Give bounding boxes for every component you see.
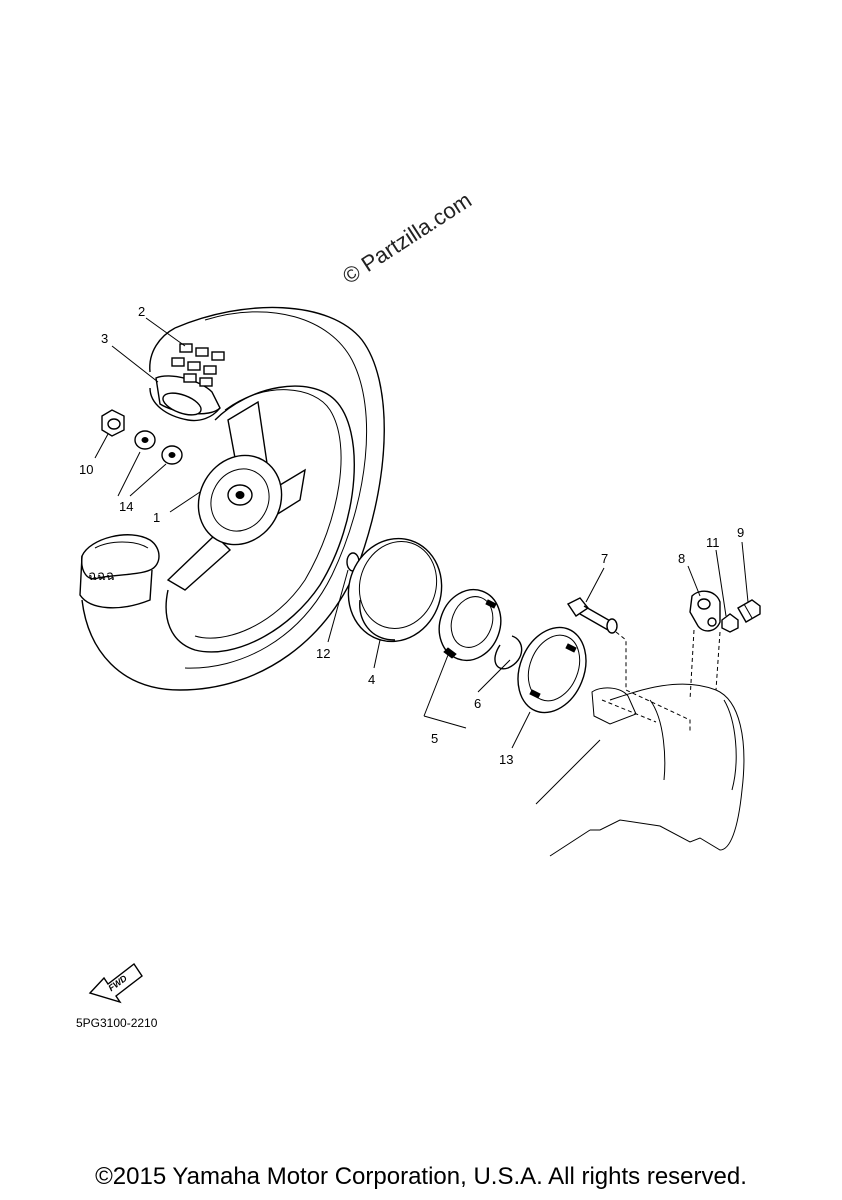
brake-shoe-set: [438, 588, 502, 662]
lever-bolt: [737, 599, 761, 623]
callout-3: 3: [101, 331, 108, 346]
brake-drum: [347, 537, 443, 643]
callout-12: 12: [316, 646, 330, 661]
forward-arrow-icon: FWD: [88, 962, 143, 1004]
washers: [134, 430, 183, 465]
copyright-notice: ©2015 Yamaha Motor Corporation, U.S.A. A…: [95, 1163, 747, 1190]
tread-marks: [171, 343, 225, 387]
leader-lines: [94, 317, 749, 749]
callout-2: 2: [138, 304, 145, 319]
callout-10: 10: [79, 462, 93, 477]
callout-8: 8: [678, 551, 685, 566]
diagram-code: 5PG3100-2210: [76, 1016, 158, 1030]
callout-9: 9: [737, 525, 744, 540]
callout-labels: 2 3 10 14 1 12 4 6 5 13 7 8 11 9: [79, 304, 744, 767]
callout-7: 7: [601, 551, 608, 566]
tire-and-wheel: ฉฉฉ: [79, 306, 385, 691]
brake-camshaft: [566, 597, 618, 634]
callout-6: 6: [474, 696, 481, 711]
engine-outline: [535, 683, 745, 857]
callout-1: 1: [153, 510, 160, 525]
callout-14: 14: [119, 499, 133, 514]
callout-13: 13: [499, 752, 513, 767]
svg-text:ฉฉฉ: ฉฉฉ: [88, 568, 115, 583]
brake-lever: [689, 590, 721, 632]
lever-nut: [721, 613, 739, 633]
callout-5: 5: [431, 731, 438, 746]
circlip: [494, 635, 523, 670]
callout-11: 11: [706, 535, 720, 550]
callout-4: 4: [368, 672, 375, 687]
axle-nut: [101, 409, 125, 437]
brake-cover: [517, 626, 587, 714]
